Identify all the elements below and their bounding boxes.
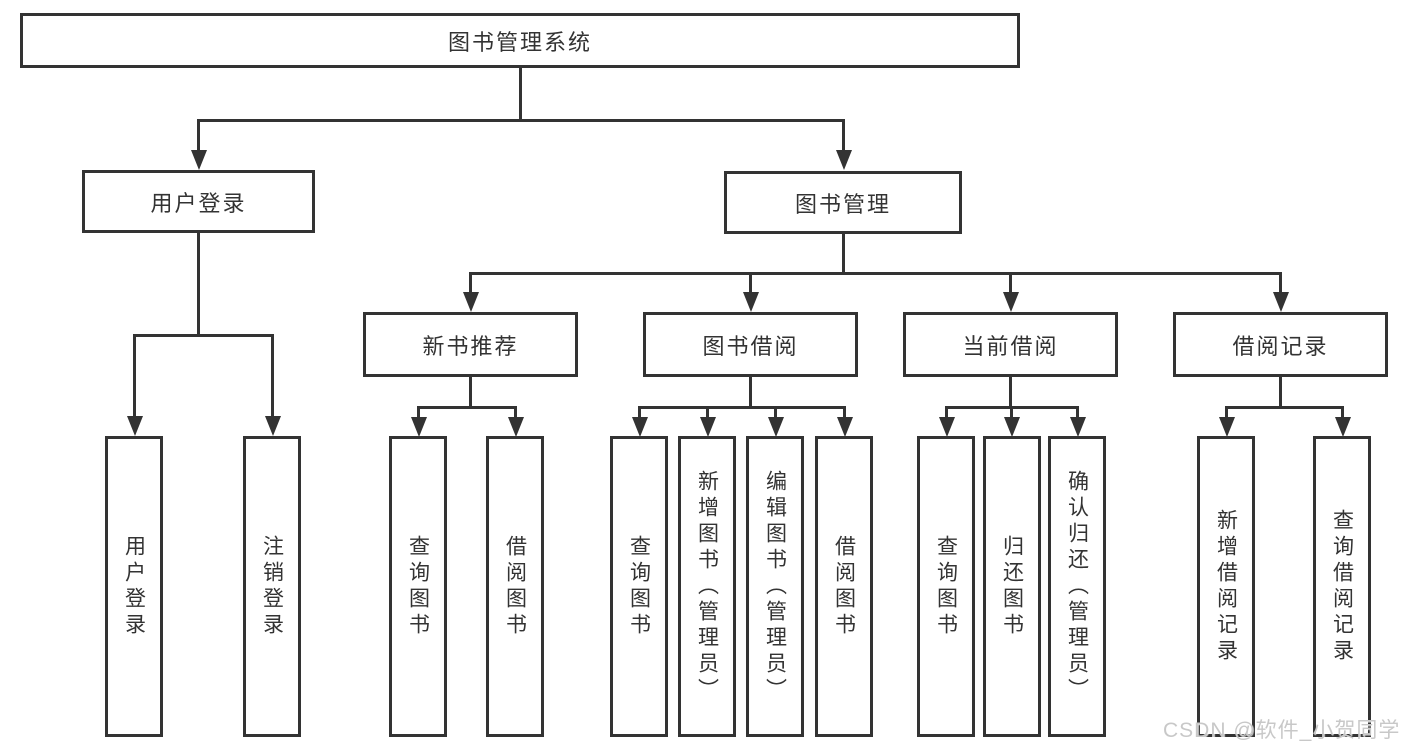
leaf-confirm-return-admin: 确认归还（管理员）	[1048, 436, 1106, 737]
leaf-borrow-books-recommend-label: 借阅图书	[503, 534, 527, 639]
borrow-records-box: 借阅记录	[1173, 312, 1388, 377]
leaf-add-books-admin-label: 新增图书（管理员）	[695, 469, 719, 704]
connector-borrow-horizontal	[638, 406, 846, 409]
leaf-add-borrow-record-label: 新增借阅记录	[1214, 508, 1238, 665]
leaf-user-login-label: 用户登录	[122, 534, 146, 639]
edge-arrow-current-borrow	[1002, 273, 1019, 312]
book-management-label: 图书管理	[794, 191, 891, 217]
leaf-edit-books-admin-label: 编辑图书（管理员）	[763, 469, 787, 704]
edge-arrow-book-management	[835, 120, 852, 170]
edge-arrow-leaf-borrow-books	[507, 407, 524, 437]
leaf-query-books-recommend: 查询图书	[389, 436, 447, 737]
edge-arrow-user-login	[190, 120, 207, 170]
book-borrow-label: 图书借阅	[702, 333, 799, 359]
csdn-watermark-text: CSDN @软件_小贺同学	[1163, 719, 1401, 742]
leaf-return-books: 归还图书	[983, 436, 1041, 737]
leaf-borrow-books-recommend: 借阅图书	[486, 436, 544, 737]
connector-root-vertical	[519, 66, 522, 122]
leaf-borrow-books-label: 借阅图书	[832, 534, 856, 639]
connector-management-vertical	[842, 231, 845, 274]
edge-arrow-leaf-borrow-books-2	[836, 407, 853, 437]
leaf-query-books-current-label: 查询图书	[934, 534, 958, 639]
connector-borrow-vertical	[749, 375, 752, 408]
edge-arrow-new-book-recommend	[462, 273, 479, 312]
leaf-query-books-borrow-label: 查询图书	[627, 534, 651, 639]
user-login-box: 用户登录	[82, 170, 315, 233]
leaf-add-books-admin: 新增图书（管理员）	[678, 436, 736, 737]
edge-arrow-leaf-add-record	[1218, 407, 1235, 437]
edge-arrow-book-borrow	[742, 273, 759, 312]
edge-arrow-leaf-return-books	[1003, 407, 1020, 437]
edge-arrow-leaf-query-books-3	[938, 407, 955, 437]
connector-level2-horizontal	[197, 119, 845, 122]
leaf-query-borrow-record-label: 查询借阅记录	[1330, 508, 1354, 665]
borrow-records-label: 借阅记录	[1232, 333, 1329, 359]
connector-login-horizontal	[133, 334, 274, 337]
leaf-logout: 注销登录	[243, 436, 301, 737]
leaf-query-books-recommend-label: 查询图书	[406, 534, 430, 639]
leaf-logout-label: 注销登录	[260, 534, 284, 639]
connector-login-vertical	[197, 230, 200, 337]
book-borrow-box: 图书借阅	[643, 312, 858, 377]
leaf-edit-books-admin: 编辑图书（管理员）	[746, 436, 804, 737]
connector-level3-horizontal	[469, 272, 1282, 275]
leaf-query-borrow-record: 查询借阅记录	[1313, 436, 1371, 737]
edge-arrow-leaf-query-books-2	[631, 407, 648, 437]
current-borrow-label: 当前借阅	[962, 333, 1059, 359]
connector-recommend-vertical	[469, 375, 472, 408]
connector-current-vertical	[1009, 375, 1012, 408]
leaf-return-books-label: 归还图书	[1000, 534, 1024, 639]
new-book-recommend-box: 新书推荐	[363, 312, 578, 377]
edge-arrow-leaf-query-record	[1334, 407, 1351, 437]
leaf-borrow-books: 借阅图书	[815, 436, 873, 737]
leaf-add-borrow-record: 新增借阅记录	[1197, 436, 1255, 737]
book-management-box: 图书管理	[724, 171, 962, 234]
leaf-query-books-current: 查询图书	[917, 436, 975, 737]
root-box-label: 图书管理系统	[447, 29, 592, 55]
edge-arrow-borrow-records	[1272, 273, 1289, 312]
current-borrow-box: 当前借阅	[903, 312, 1118, 377]
user-login-label: 用户登录	[150, 190, 247, 216]
edge-arrow-leaf-edit-books	[767, 407, 784, 437]
leaf-user-login: 用户登录	[105, 436, 163, 737]
connector-records-vertical	[1279, 375, 1282, 408]
connector-records-horizontal	[1225, 406, 1344, 409]
edge-arrow-leaf-user-login	[126, 335, 143, 436]
root-box-library-system: 图书管理系统	[20, 13, 1020, 68]
connector-recommend-horizontal	[417, 406, 517, 409]
leaf-confirm-return-admin-label: 确认归还（管理员）	[1065, 469, 1089, 704]
edge-arrow-leaf-query-books	[410, 407, 427, 437]
leaf-query-books-borrow: 查询图书	[610, 436, 668, 737]
edge-arrow-leaf-add-books	[699, 407, 716, 437]
edge-arrow-leaf-logout	[264, 335, 281, 436]
edge-arrow-leaf-confirm-return	[1069, 407, 1086, 437]
new-book-recommend-label: 新书推荐	[422, 333, 519, 359]
